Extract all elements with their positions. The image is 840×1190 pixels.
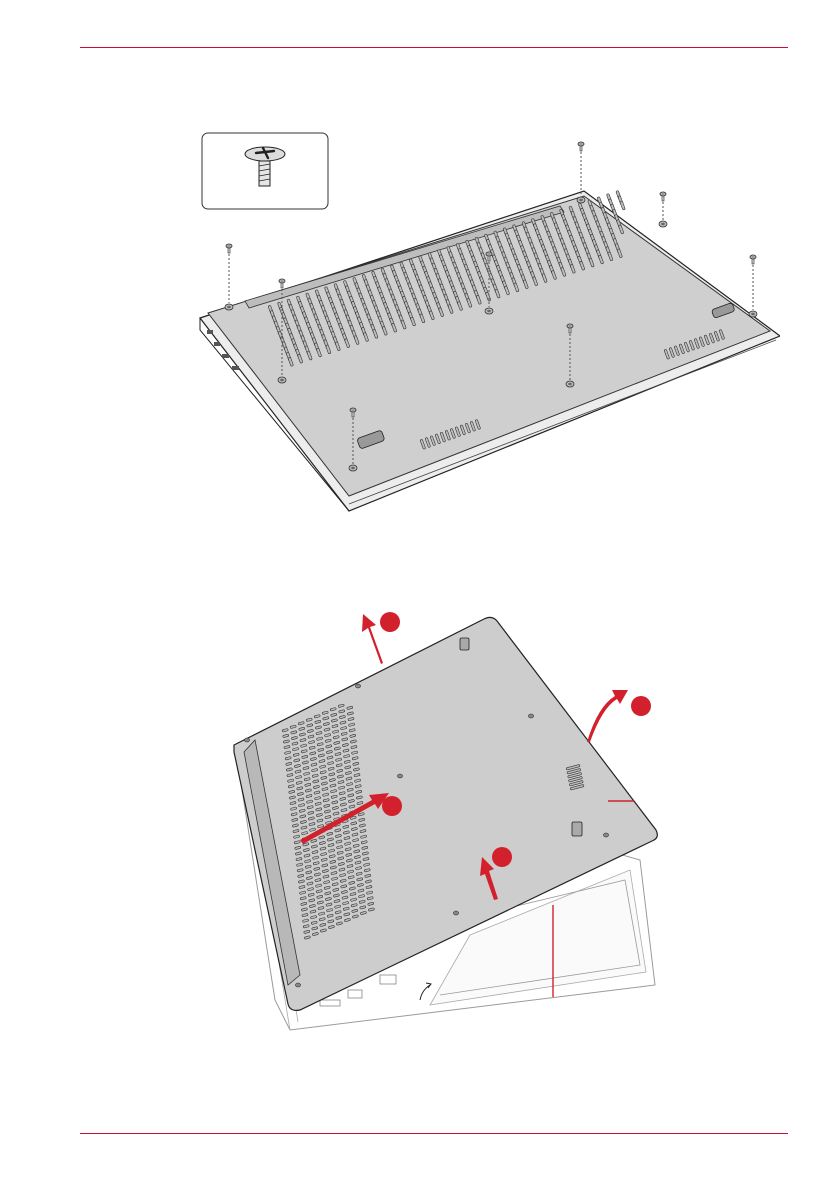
top-rule [80, 47, 788, 48]
screw-detail-inset [202, 133, 328, 209]
figure-2 [220, 595, 680, 1040]
figure-1 [180, 120, 780, 520]
arrow-icon [587, 690, 628, 742]
arrow-icon [362, 614, 383, 664]
bottom-rule [80, 1133, 788, 1134]
